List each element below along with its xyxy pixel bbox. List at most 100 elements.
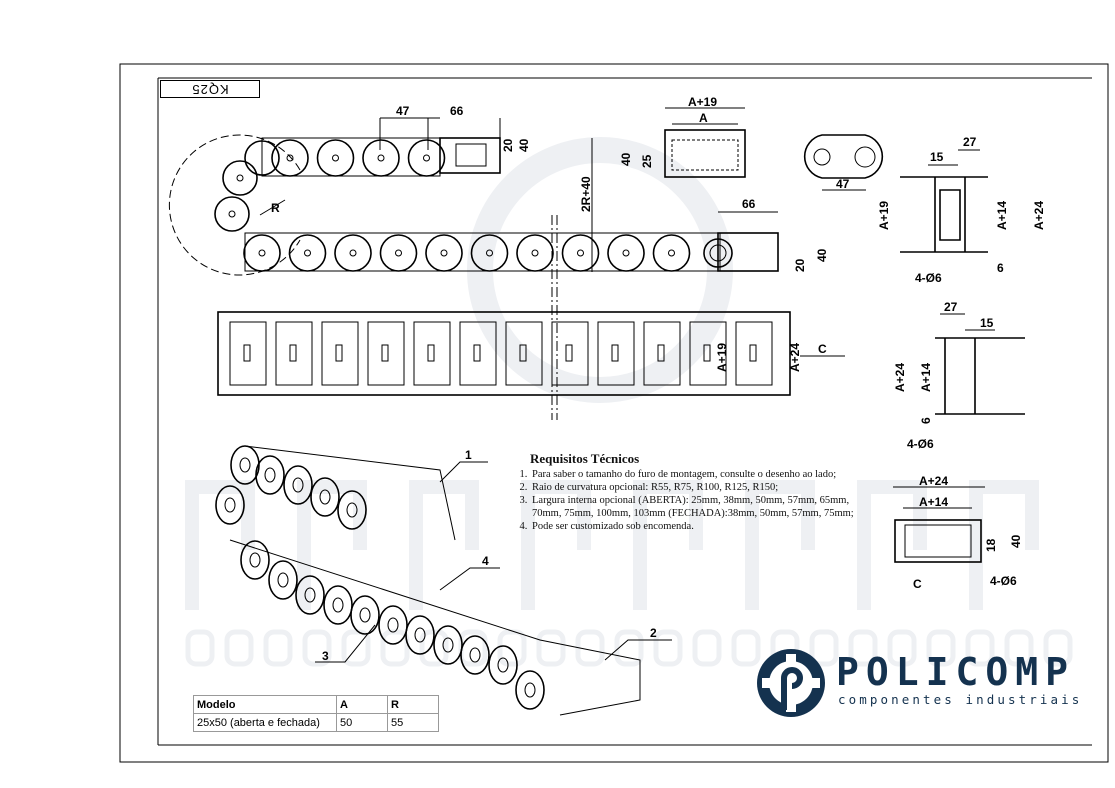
- watermark-tagline-glyph: [692, 629, 722, 667]
- slot: [427, 344, 435, 362]
- watermark-letter-stroke: [353, 480, 367, 550]
- slot: [611, 344, 619, 362]
- chain-link: [255, 455, 285, 495]
- watermark-letter-stroke: [185, 480, 255, 494]
- watermark-tagline-glyph: [263, 629, 293, 667]
- dim-inner: A: [699, 111, 708, 125]
- watermark-tagline-glyph: [497, 629, 527, 667]
- bracket-c-view: A+24 A+14 18 40 C 4-Ø6: [893, 474, 1023, 591]
- crossbar-cell: [275, 321, 313, 386]
- chain-link: [350, 595, 380, 635]
- callouts: 1 2 3 4: [315, 448, 672, 663]
- crossbar-cell: [551, 321, 589, 386]
- watermark-letter-stroke: [857, 480, 927, 494]
- requirement-item: Para saber o tamanho do furo de montagem…: [530, 468, 859, 481]
- watermark-tagline-glyph: [185, 629, 215, 667]
- dim-h25: 25: [640, 154, 654, 168]
- chain-link: [295, 575, 325, 615]
- watermark-letter-stroke: [689, 480, 703, 550]
- watermark-letter-stroke: [465, 480, 479, 550]
- watermark-tagline-glyph: [809, 629, 839, 667]
- drawing-code-box: KQ25: [160, 80, 260, 98]
- requirement-item: Raio de curvatura opcional: R55, R75, R1…: [530, 481, 859, 494]
- table-cell: 25x50 (aberta e fechada): [193, 713, 337, 732]
- pin: [239, 457, 251, 473]
- watermark-tagline-glyph: [1043, 629, 1073, 667]
- dim-6: 6: [919, 417, 933, 424]
- slot: [289, 344, 297, 362]
- slot: [749, 344, 757, 362]
- chain-link: [310, 477, 340, 517]
- chain-link: [425, 234, 463, 272]
- crossbar-cell: [413, 321, 451, 386]
- watermark-letter-stroke: [577, 480, 591, 550]
- pin: [249, 552, 261, 568]
- watermark-letter-stroke: [521, 480, 535, 610]
- watermark-letter-stroke: [913, 480, 927, 550]
- technical-requirements: Requisitos Técnicos Para saber o tamanho…: [514, 452, 859, 533]
- dim-a24: A+24: [919, 474, 948, 488]
- slot: [519, 344, 527, 362]
- view-label-c: C: [818, 342, 827, 356]
- dim-h40: 40: [619, 152, 633, 166]
- crossbar-cell: [459, 321, 497, 386]
- crossbar-cell: [689, 321, 727, 386]
- pin: [264, 467, 276, 483]
- chain-link: [488, 645, 518, 685]
- crossbar-cell: [367, 321, 405, 386]
- section-view: A+19 A 40 25: [619, 95, 746, 178]
- watermark-tagline-glyph: [653, 629, 683, 667]
- slot: [657, 344, 665, 362]
- pin: [486, 249, 493, 257]
- requirement-item: Pode ser customizado sob encomenda.: [530, 520, 859, 533]
- watermark-letter-stroke: [633, 480, 703, 494]
- dim-6: 6: [997, 261, 1004, 275]
- crossbar-cell: [229, 321, 267, 386]
- pin: [277, 572, 289, 588]
- chain-link: [515, 670, 545, 710]
- dim-40: 40: [1009, 534, 1023, 548]
- header-cell: A: [336, 695, 388, 714]
- slot: [703, 344, 711, 362]
- pin: [668, 249, 675, 257]
- crossbar-cell: [643, 321, 681, 386]
- pin: [414, 627, 426, 643]
- isometric-view: [215, 445, 641, 716]
- pin: [622, 249, 630, 257]
- callout-2: 2: [650, 626, 657, 640]
- dim-holes: 4-Ø6: [990, 574, 1017, 588]
- dim-h40: 40: [517, 138, 531, 152]
- chain-link: [460, 635, 490, 675]
- chain-link: [362, 139, 400, 177]
- watermark-letter-stroke: [1025, 480, 1039, 550]
- chain-link: [230, 445, 260, 485]
- chain-link: [407, 139, 446, 177]
- dim-h20b: 20: [793, 258, 807, 272]
- watermark-tagline-glyph: [458, 629, 488, 667]
- slot: [335, 344, 343, 362]
- chain-link: [433, 625, 463, 665]
- dim-holes: 4-Ø6: [915, 271, 942, 285]
- watermark-letter-stroke: [633, 480, 647, 610]
- chain-link: [240, 540, 270, 580]
- pin: [377, 154, 385, 162]
- pin: [524, 682, 536, 698]
- dim-27: 27: [944, 300, 958, 314]
- watermark-tagline-glyph: [965, 629, 995, 667]
- dim-a24: A+24: [893, 363, 907, 392]
- pin: [359, 607, 371, 623]
- chain-link: [283, 465, 313, 505]
- dim-15: 15: [980, 316, 994, 330]
- table-cell: 55: [387, 713, 439, 732]
- watermark-tagline-glyph: [1004, 629, 1034, 667]
- watermark-letter-stroke: [969, 480, 983, 610]
- table-row: 25x50 (aberta e fechada) 50 55: [193, 713, 439, 732]
- dim-a19: A+19: [715, 343, 729, 372]
- watermark-letter-stroke: [241, 480, 255, 550]
- pin: [497, 657, 509, 673]
- crossbar-cell: [505, 321, 543, 386]
- requirement-item: Largura interna opcional (ABERTA): 25mm,…: [530, 494, 859, 520]
- chain-link: [516, 234, 554, 272]
- slot: [381, 344, 389, 362]
- dim-47: 47: [836, 177, 850, 191]
